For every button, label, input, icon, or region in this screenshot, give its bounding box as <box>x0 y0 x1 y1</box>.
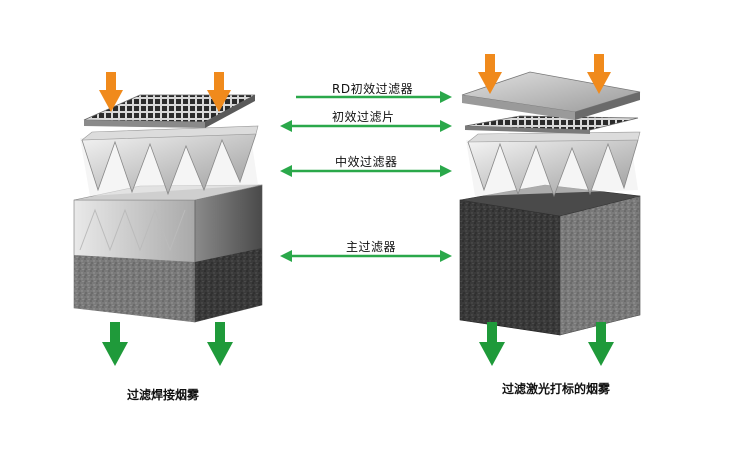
right-main-filter-cube <box>459 184 641 336</box>
label-primary-filter-sheet: 初效过滤片 <box>332 110 395 124</box>
outflow-arrow-icon <box>588 322 614 366</box>
label-medium-filter: 中效过滤器 <box>335 155 398 169</box>
inflow-arrow-icon <box>99 72 123 112</box>
outflow-arrows <box>102 322 614 366</box>
connector-arrow-primary <box>280 120 452 132</box>
left-filter-stack <box>73 94 263 323</box>
inflow-arrow-icon <box>478 54 502 94</box>
right-mesh-sheet <box>464 115 639 134</box>
right-medium-filter-pleats <box>466 131 641 198</box>
caption-left: 过滤焊接烟雾 <box>127 388 200 402</box>
label-main-filter: 主过滤器 <box>346 240 397 254</box>
outflow-arrow-icon <box>479 322 505 366</box>
label-rd-prefilter: RD初效过滤器 <box>332 82 414 96</box>
connector-arrow-main <box>280 250 452 262</box>
left-medium-filter-pleats <box>80 125 259 196</box>
connector-arrow-medium <box>280 165 452 177</box>
outflow-arrow-icon <box>207 322 233 366</box>
connector-arrow-rd <box>296 91 452 103</box>
left-main-filter-cube <box>73 184 263 323</box>
left-mesh-prefilter <box>83 94 256 128</box>
outflow-arrow-icon <box>102 322 128 366</box>
inflow-arrows <box>99 54 611 112</box>
right-filter-stack <box>459 71 641 336</box>
connector-arrows <box>280 91 452 262</box>
inflow-arrow-icon <box>587 54 611 94</box>
inflow-arrow-icon <box>207 72 231 112</box>
right-rd-prefilter-plate <box>461 71 641 120</box>
caption-right: 过滤激光打标的烟雾 <box>502 382 611 396</box>
